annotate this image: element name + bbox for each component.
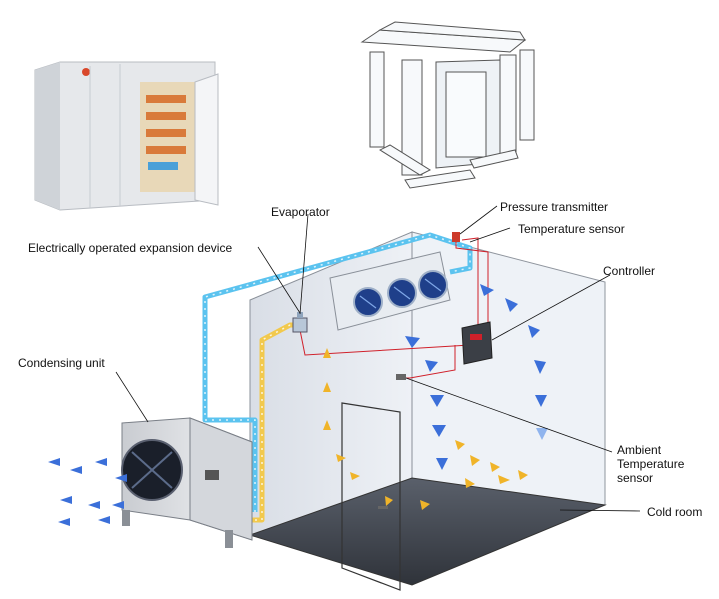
label-ambient-sensor: Ambient Temperature sensor — [617, 443, 685, 485]
evaporator-unit — [329, 251, 451, 331]
ambient-sensor — [396, 374, 406, 380]
label-condensing-unit: Condensing unit — [18, 356, 105, 370]
label-temperature-sensor: Temperature sensor — [518, 222, 625, 236]
label-evaporator: Evaporator — [271, 205, 330, 219]
label-cold-room: Cold room — [647, 505, 703, 519]
cold-room-photo — [34, 61, 219, 211]
expansion-device — [292, 312, 308, 333]
label-controller: Controller — [603, 264, 656, 278]
warm-air-arrows — [323, 348, 528, 510]
pressure-transmitter — [452, 232, 460, 242]
suction-line — [202, 232, 473, 512]
leader-lines — [115, 205, 641, 512]
panel-assembly-sketch — [360, 21, 535, 189]
condensing-unit — [121, 417, 253, 548]
label-expansion-device: Electrically operated expansion device — [28, 241, 233, 255]
cold-air-arrows — [48, 284, 548, 526]
controller-box — [461, 321, 493, 365]
label-pressure-transmitter: Pressure transmitter — [500, 200, 609, 214]
